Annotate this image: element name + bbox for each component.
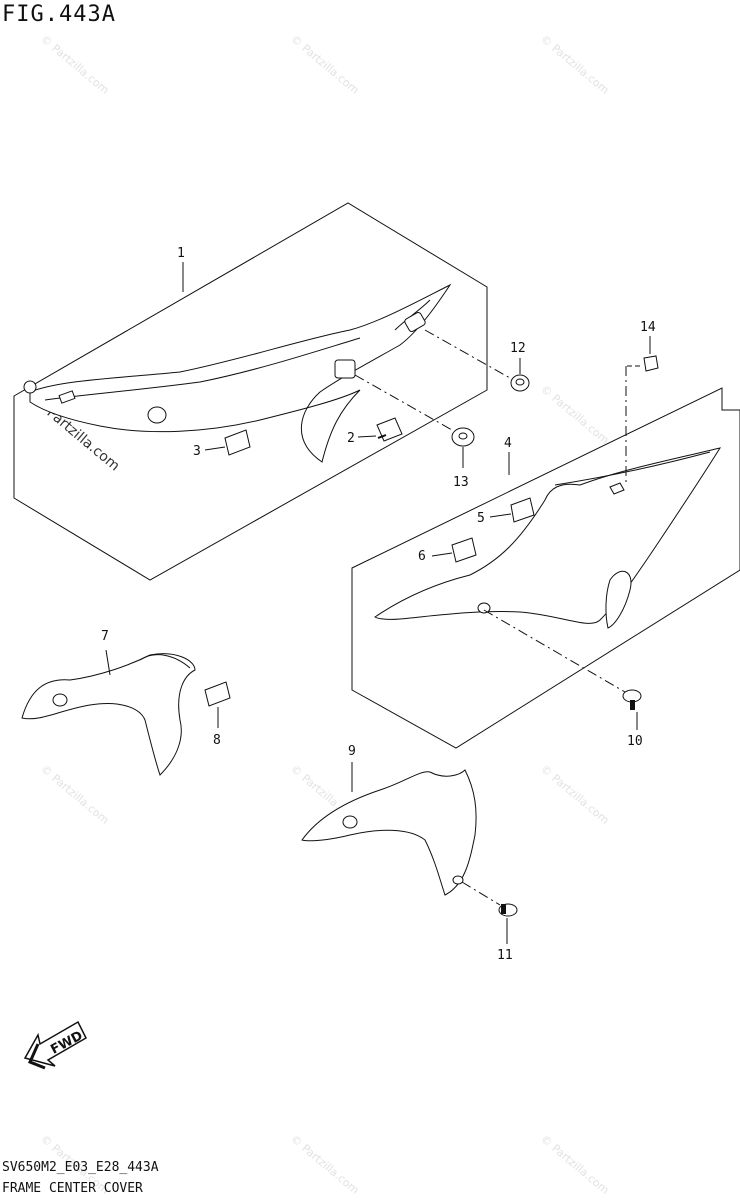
assembly-box-4 [351,387,740,749]
callout-6: 6 [418,549,426,564]
part-1-frame-cover [23,283,452,463]
callout-2: 2 [347,431,355,446]
part-8-label [204,681,231,728]
part-9-lower-cover [301,762,477,896]
callout-7: 7 [101,629,109,644]
callout-10: 10 [627,734,643,749]
part-13-grommet [354,374,475,468]
watermark-text: © Partzilla.com [38,762,111,827]
callout-11: 11 [497,948,513,963]
assembly-box-1 [13,202,488,581]
fwd-arrow-icon: FWD [23,1020,87,1070]
part-14-screw [625,336,659,485]
figure-code: SV650M2_E03_E28_443A [2,1160,159,1175]
part-11-screw [461,881,518,944]
watermark-text: © Partzilla.com [538,382,611,447]
watermark-text: © Partzilla.com [538,1132,611,1197]
callout-4: 4 [504,436,512,451]
figure-title: FIG.443A [2,2,116,27]
figure-caption: FRAME CENTER COVER [2,1181,143,1196]
callout-12: 12 [510,341,526,356]
callout-1: 1 [177,246,185,261]
watermark-text: © Partzilla.com [38,32,111,97]
watermark-text: © Partzilla.com [288,1132,361,1197]
part-2-label [357,417,403,442]
part-3-label [204,429,251,456]
callouts: 1 2 3 4 5 6 7 8 9 10 11 12 13 14 [101,246,656,963]
watermark-text: © Partzilla.com [538,32,611,97]
part-10-screw [483,609,642,730]
watermark-text: © Partzilla.com [288,32,361,97]
callout-13: 13 [453,475,469,490]
part-6-label [431,537,477,563]
part-7-lower-cover [21,649,196,776]
watermark-text: © Partzilla.com [538,762,611,827]
watermarks: © Partzilla.com © Partzilla.com © Partzi… [29,32,611,1197]
callout-5: 5 [477,511,485,526]
callout-3: 3 [193,444,201,459]
part-4-side-cover [374,447,722,629]
part-5-label [489,497,535,523]
callout-9: 9 [348,744,356,759]
part-12-grommet [424,329,530,392]
callout-14: 14 [640,320,656,335]
callout-8: 8 [213,733,221,748]
